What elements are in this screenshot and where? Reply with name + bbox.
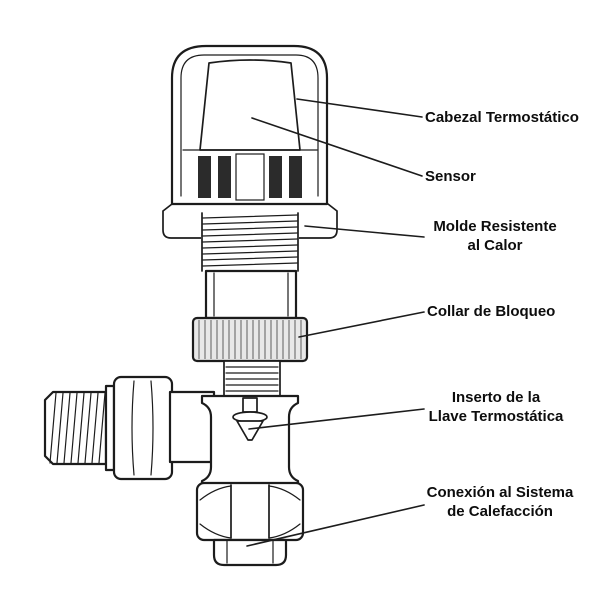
label-sensor: Sensor [425,168,476,185]
valve-body-drawing [168,390,300,488]
label-inserto-llave: Inserto de la Llave Termostática [428,389,564,425]
valve-neck-drawing [204,269,298,320]
bonnet-thread-drawing [223,360,281,399]
leader-lines [246,98,425,547]
label-collar-de-bloqueo: Collar de Bloqueo [427,303,556,320]
thermostatic-head-drawing [162,44,338,272]
locking-collar-drawing [191,316,309,363]
union-nut-drawing [112,375,174,481]
outlet-connection-drawing [195,481,305,567]
thermostatic-insert-drawing [232,397,268,441]
inlet-thread-drawing [43,384,116,472]
label-cabezal-termostatico: Cabezal Termostático [425,109,579,126]
label-molde-resistente: Molde Resistente al Calor [433,218,557,254]
label-conexion-calefaccion: Conexión al Sistema de Calefacción [426,484,574,520]
